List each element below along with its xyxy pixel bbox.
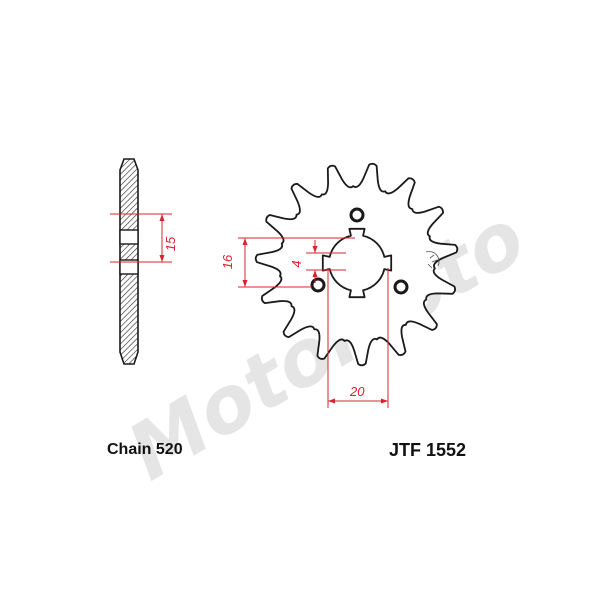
- spline-width-dimension-label: 4: [289, 260, 304, 267]
- side-width-dimension-label: 15: [163, 236, 178, 251]
- side-profile-hub-gap-upper: [119, 229, 139, 245]
- sprocket-front-view: [254, 162, 459, 367]
- direction-mark-icon: [425, 251, 440, 269]
- mount-hole-top: [349, 207, 365, 223]
- hub-height-dimension-label: 16: [220, 254, 235, 269]
- side-profile-view: 15: [110, 158, 178, 365]
- spline-bore: [321, 227, 393, 299]
- part-number-label: JTF 1552: [389, 440, 467, 460]
- chain-size-label: Chain 520: [107, 441, 183, 458]
- side-profile-hub-gap-lower: [119, 259, 139, 275]
- bore-width-dimension: [327, 268, 389, 408]
- bore-width-dimension-label: 20: [349, 384, 365, 399]
- mount-hole-left: [310, 277, 326, 293]
- hub-height-dimension: [238, 237, 355, 288]
- mount-hole-right: [393, 279, 409, 295]
